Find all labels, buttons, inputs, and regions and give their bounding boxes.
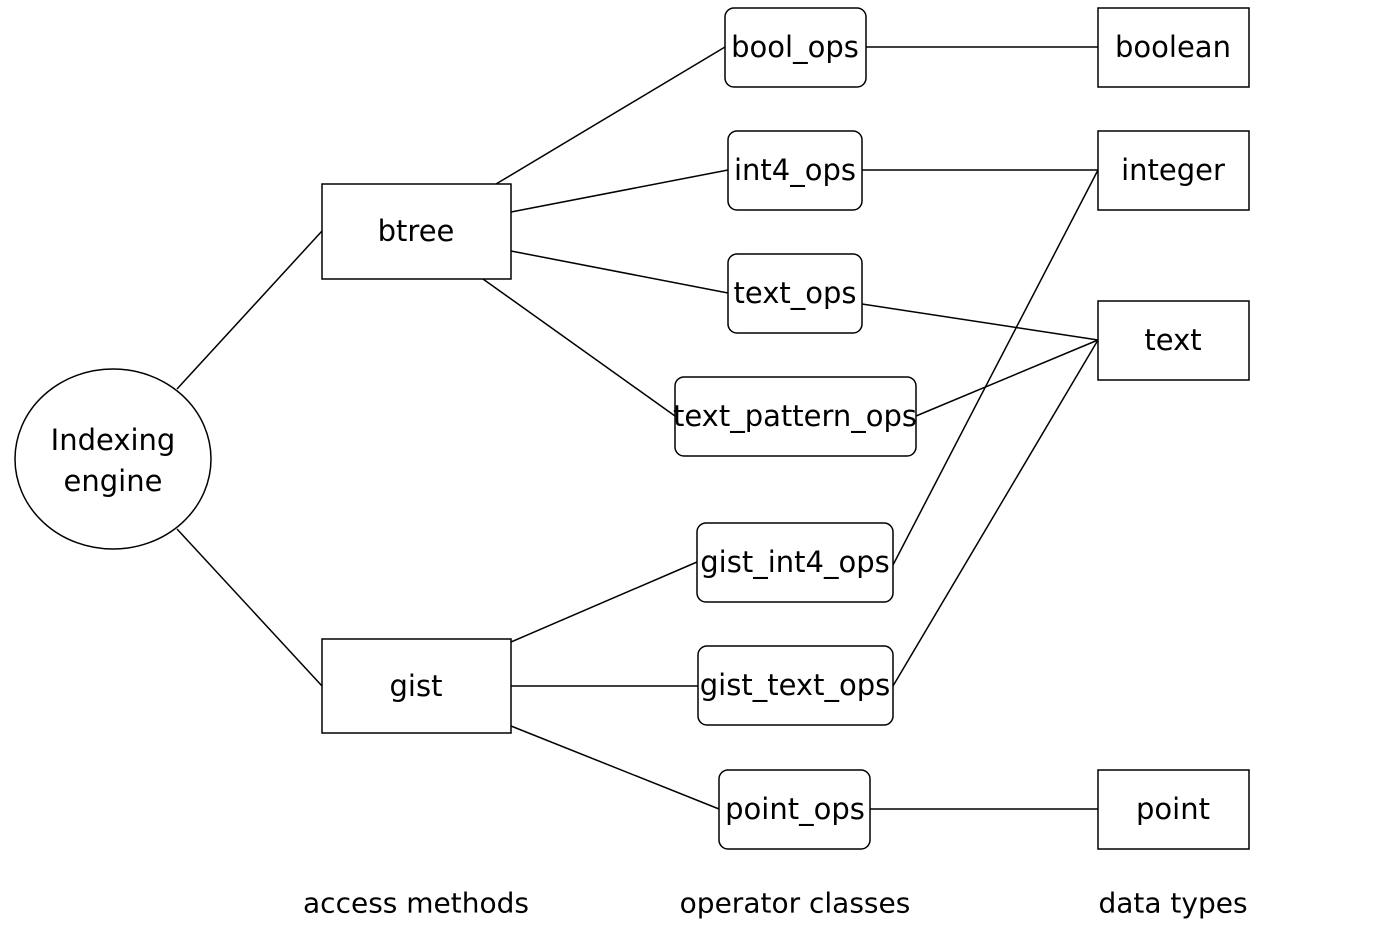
point-ops-box [718, 769, 871, 850]
data-types-caption: data types [1098, 887, 1247, 920]
int4-ops-label: int4_ops [734, 153, 856, 187]
edge-btree-int4-ops [510, 169, 729, 213]
gist-int4-ops-label: gist_int4_ops [700, 545, 889, 579]
opclass-point-ops: point_ops [718, 769, 871, 850]
integer-box [1097, 130, 1250, 211]
opclass-int4-ops: int4_ops [727, 130, 863, 211]
text-pattern-ops-label: text_pattern_ops [673, 399, 917, 433]
access-methods: btree gist [321, 183, 512, 734]
data-types: boolean integer text point [1097, 7, 1250, 850]
indexing-engine-node: Indexing engine [14, 368, 212, 550]
datatype-integer: integer [1097, 130, 1250, 211]
text-label: text [1144, 323, 1201, 357]
edge-gist-text-ops-text [892, 339, 1099, 687]
indexing-engine-label-line2: engine [64, 464, 163, 498]
edge-text-ops-text [861, 303, 1099, 341]
edge-btree-bool-ops [495, 46, 726, 185]
btree-label: btree [378, 214, 455, 248]
boolean-box [1097, 7, 1250, 88]
btree-box [321, 183, 512, 280]
edge-gist-int4-ops-integer [892, 169, 1099, 566]
datatype-point: point [1097, 769, 1250, 850]
opclass-gist-text-ops: gist_text_ops [697, 645, 894, 726]
indexing-engine-label-line1: Indexing [51, 423, 176, 457]
bool-ops-label: bool_ops [731, 30, 859, 64]
access-method-gist: gist [321, 638, 512, 734]
text-box [1097, 300, 1250, 381]
edge-engine-btree [176, 230, 323, 390]
boolean-label: boolean [1115, 30, 1231, 64]
gist-text-ops-box [697, 645, 894, 726]
integer-label: integer [1121, 153, 1225, 187]
opclass-bool-ops: bool_ops [724, 7, 867, 88]
edges [176, 46, 1099, 810]
text-pattern-ops-box [674, 376, 917, 457]
point-ops-label: point_ops [725, 792, 865, 826]
text-ops-box [727, 253, 863, 334]
gist-label: gist [390, 669, 443, 703]
edge-gist-point-ops [510, 725, 720, 810]
indexing-engine-circle [14, 368, 212, 550]
access-methods-caption: access methods [303, 887, 529, 920]
edge-text-pattern-ops-text [915, 339, 1099, 417]
edge-btree-text-ops [510, 250, 729, 294]
edge-gist-gist-int4-ops [510, 561, 698, 643]
point-label: point [1136, 792, 1210, 826]
edge-btree-text-pattern-ops [482, 278, 676, 417]
opclass-text-pattern-ops: text_pattern_ops [673, 376, 917, 457]
datatype-boolean: boolean [1097, 7, 1250, 88]
access-method-btree: btree [321, 183, 512, 280]
edge-engine-gist [176, 528, 323, 687]
bool-ops-box [724, 7, 867, 88]
opclass-text-ops: text_ops [727, 253, 863, 334]
opclass-gist-int4-ops: gist_int4_ops [696, 522, 894, 603]
operator-classes-caption: operator classes [680, 887, 911, 920]
column-labels: access methods operator classes data typ… [303, 887, 1248, 920]
operator-classes: bool_ops int4_ops text_ops text_pattern_… [673, 7, 917, 850]
datatype-text: text [1097, 300, 1250, 381]
text-ops-label: text_ops [734, 276, 857, 310]
point-box [1097, 769, 1250, 850]
gist-text-ops-label: gist_text_ops [700, 668, 890, 702]
gist-box [321, 638, 512, 734]
int4-ops-box [727, 130, 863, 211]
gist-int4-ops-box [696, 522, 894, 603]
